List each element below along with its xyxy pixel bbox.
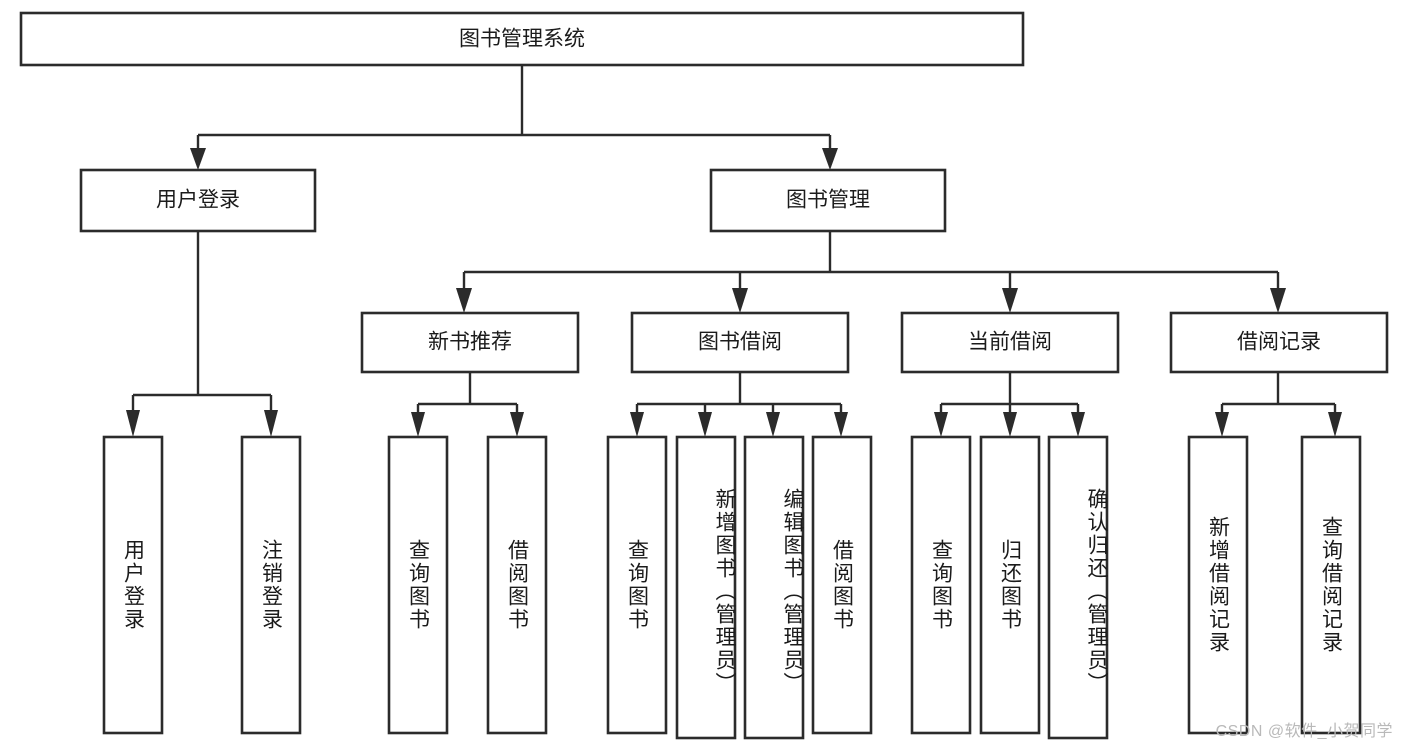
arrow-head-bb-3: [766, 412, 780, 437]
node-book-management-label: 图书管理: [786, 189, 870, 212]
arrow-head-login-leaf-1: [126, 410, 140, 437]
arrow-head-nb-1: [411, 412, 425, 437]
node-leaf-edit-book-box[interactable]: [743, 435, 805, 740]
node-book-borrow-label: 图书借阅: [698, 331, 782, 354]
arrow-head-bb-1: [630, 412, 644, 437]
node-leaf-return-book-box[interactable]: [979, 435, 1041, 735]
node-leaf-borrow-book-nb-box[interactable]: [486, 435, 548, 735]
node-leaf-query-book-nb-box[interactable]: [387, 435, 449, 735]
connector-layer: [126, 65, 1342, 437]
node-borrow-record-box[interactable]: [1169, 311, 1389, 374]
arrow-head-bb-2: [698, 412, 712, 437]
node-new-book-recommend-label: 新书推荐: [428, 331, 512, 354]
node-leaf-add-book-box[interactable]: [675, 435, 737, 740]
node-leaf-query-record-box[interactable]: [1300, 435, 1362, 735]
arrow-head-cb-3: [1071, 412, 1085, 437]
arrow-head-bb-4: [834, 412, 848, 437]
node-leaf-confirm-return-box[interactable]: [1047, 435, 1109, 740]
arrow-head-l3-4: [1270, 288, 1286, 313]
arrow-head-login-leaf-2: [264, 410, 278, 437]
node-user-login-label: 用户登录: [156, 189, 240, 212]
node-new-book-recommend-box[interactable]: [360, 311, 580, 374]
node-current-borrow-box[interactable]: [900, 311, 1120, 374]
node-root-label: 图书管理系统: [459, 28, 585, 51]
node-borrow-record-label: 借阅记录: [1237, 331, 1321, 354]
node-leaf-query-book-cb-box[interactable]: [910, 435, 972, 735]
node-current-borrow-label: 当前借阅: [968, 331, 1052, 354]
arrow-head-cb-1: [934, 412, 948, 437]
arrow-head-cb-2: [1003, 412, 1017, 437]
node-leaf-add-record-box[interactable]: [1187, 435, 1249, 735]
node-layer: 图书管理系统 用户登录 图书管理 新书推荐 图书借阅 当前借阅 借阅记录: [19, 11, 1389, 740]
arrow-head-l3-3: [1002, 288, 1018, 313]
arrow-head-nb-2: [510, 412, 524, 437]
arrow-head-l3-2: [732, 288, 748, 313]
arrow-head-bookmgmt: [822, 148, 838, 170]
arrow-head-login: [190, 148, 206, 170]
node-leaf-logout-box[interactable]: [240, 435, 302, 735]
csdn-watermark: CSDN @软件_小贺同学: [1215, 723, 1393, 740]
arrow-head-br-2: [1328, 412, 1342, 437]
arrow-head-l3-1: [456, 288, 472, 313]
node-book-management-box[interactable]: [709, 168, 947, 233]
node-user-login-box[interactable]: [79, 168, 317, 233]
node-book-borrow-box[interactable]: [630, 311, 850, 374]
node-leaf-borrow-book-bb-box[interactable]: [811, 435, 873, 735]
arrow-head-br-1: [1215, 412, 1229, 437]
node-root-box[interactable]: [19, 11, 1025, 67]
node-leaf-user-login-box[interactable]: [102, 435, 164, 735]
node-leaf-query-book-bb-box[interactable]: [606, 435, 668, 735]
